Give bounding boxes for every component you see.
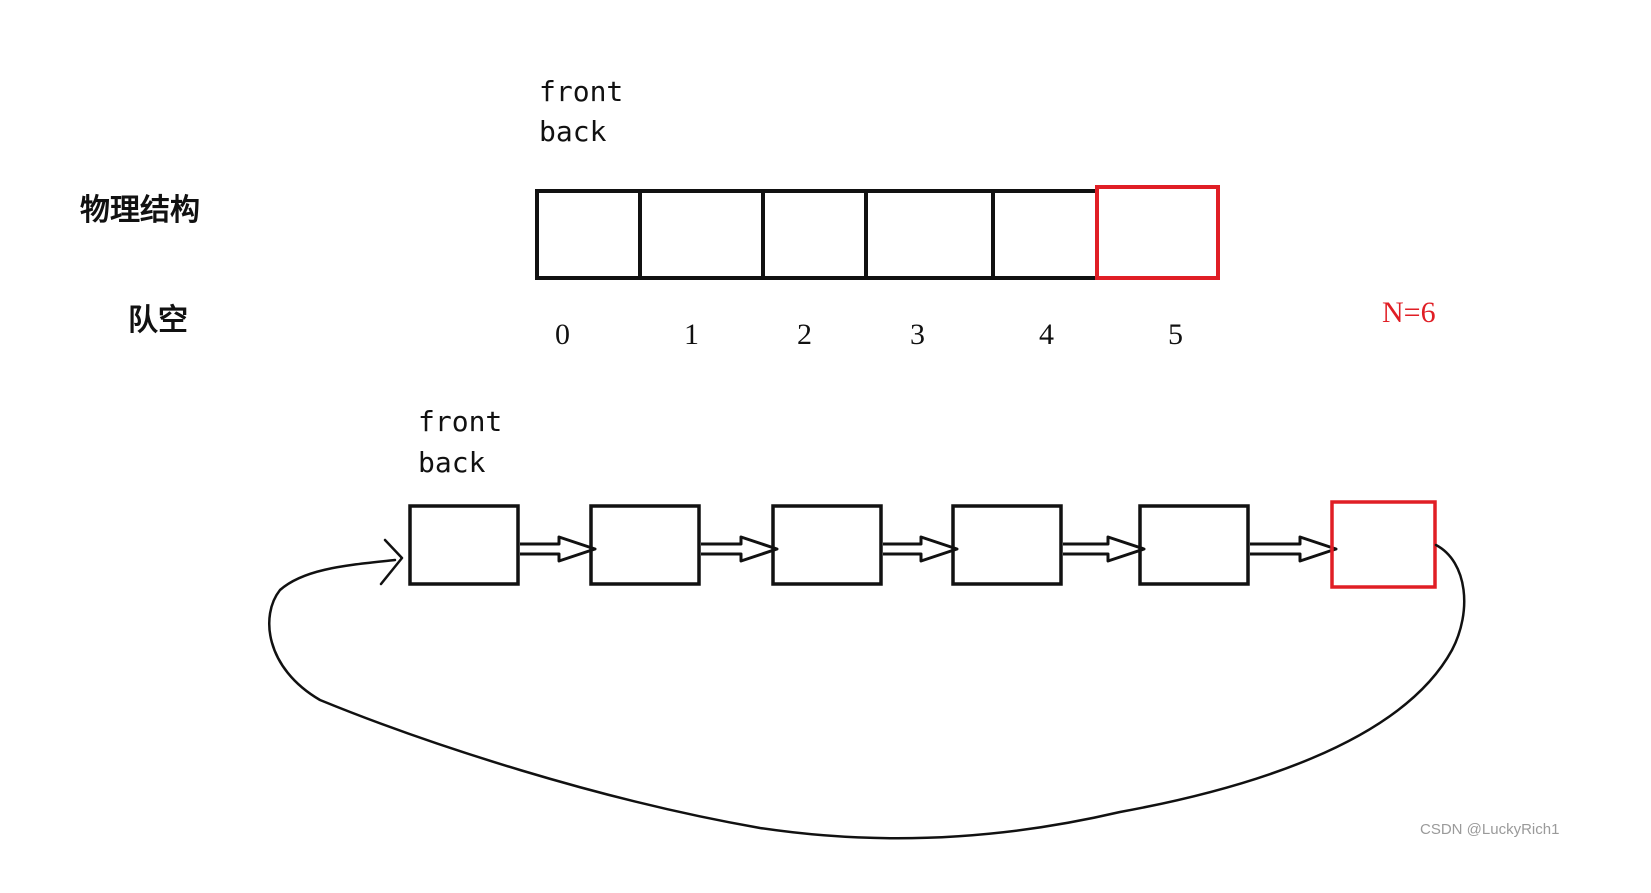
array-cell-1 <box>638 189 765 280</box>
array-cell-2 <box>761 189 868 280</box>
array-cell-5 <box>1095 185 1220 280</box>
list-node-1 <box>589 504 701 586</box>
array-cells <box>535 185 1220 280</box>
wraparound-arrowhead <box>379 538 404 586</box>
next-arrow-1 <box>701 535 779 563</box>
next-arrow-3 <box>1063 535 1146 563</box>
list-node-2 <box>771 504 883 586</box>
array-cell-4 <box>991 189 1099 280</box>
array-cell-0 <box>535 189 642 280</box>
list-node-4 <box>1138 504 1250 586</box>
next-arrow-0 <box>520 535 597 563</box>
list-node-0 <box>408 504 520 586</box>
index-label-4: 4 <box>1039 318 1054 351</box>
watermark: CSDN @LuckyRich1 <box>1420 821 1560 838</box>
index-label-1: 1 <box>684 318 699 351</box>
next-arrow-2 <box>883 535 959 563</box>
index-label-5: 5 <box>1168 318 1183 351</box>
wraparound-arrow <box>268 543 1466 840</box>
array-back-label: back <box>539 115 607 148</box>
capacity-label: N=6 <box>1382 296 1436 329</box>
queue-empty-label: 队空 <box>128 303 188 338</box>
list-node-3 <box>951 504 1063 586</box>
list-nodes <box>408 500 1437 589</box>
array-cell-3 <box>864 189 995 280</box>
list-node-5 <box>1330 500 1437 589</box>
list-arrows <box>520 535 1338 563</box>
physical-structure-label: 物理结构 <box>80 193 200 228</box>
list-front-label: front <box>418 405 503 438</box>
array-front-label: front <box>539 75 624 108</box>
next-arrow-4 <box>1250 535 1338 563</box>
list-back-label: back <box>418 446 486 479</box>
index-label-0: 0 <box>555 318 570 351</box>
index-label-2: 2 <box>797 318 812 351</box>
index-label-3: 3 <box>910 318 925 351</box>
